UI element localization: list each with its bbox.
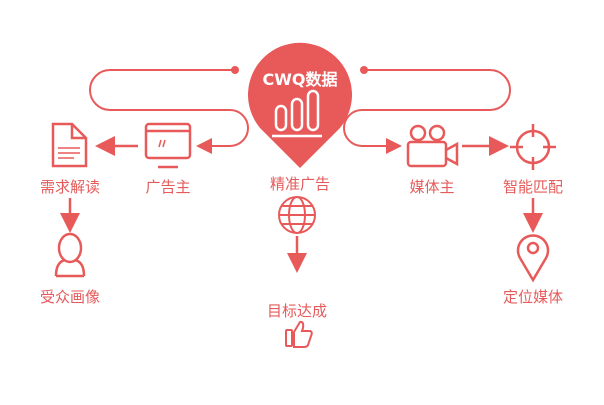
left-connector xyxy=(89,69,249,154)
target-media-label: 定位媒体 xyxy=(502,288,564,306)
location-pin-icon xyxy=(516,234,550,283)
monitor-icon xyxy=(144,122,192,169)
center-title: CWQ数据 xyxy=(262,70,338,89)
needs-label: 需求解读 xyxy=(39,178,101,196)
media-owner-label: 媒体主 xyxy=(409,178,455,196)
globe-icon xyxy=(278,196,316,234)
goal-label: 目标达成 xyxy=(266,302,328,320)
person-icon xyxy=(54,232,86,278)
crosshair-icon xyxy=(510,124,556,170)
data-pin-icon xyxy=(248,42,352,168)
precise-ads-label: 精准广告 xyxy=(269,175,331,193)
right-connector xyxy=(343,69,511,154)
video-camera-icon xyxy=(406,124,459,168)
audience-label: 受众画像 xyxy=(39,288,101,306)
thumbs-up-icon xyxy=(285,320,313,348)
smart-match-label: 智能匹配 xyxy=(502,178,564,196)
document-icon xyxy=(51,122,88,168)
advertiser-label: 广告主 xyxy=(145,178,191,196)
